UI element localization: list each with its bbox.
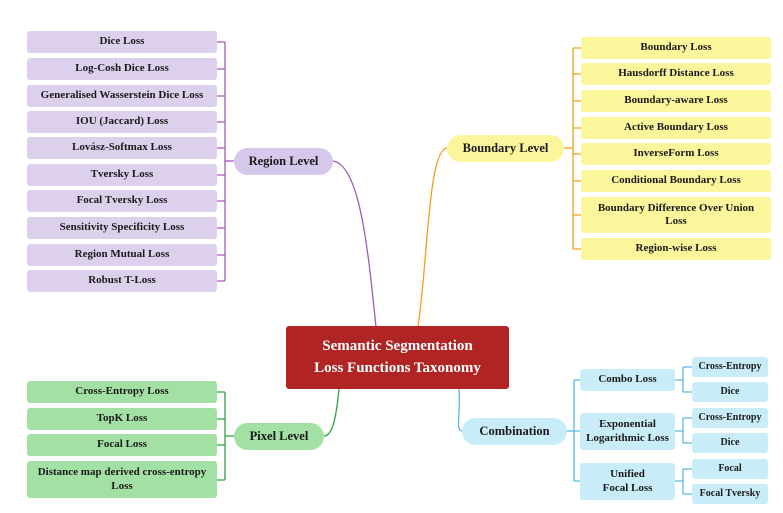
pixel-leaf: Distance map derived cross-entropy Loss (27, 461, 217, 498)
region-leaf: Dice Loss (27, 31, 217, 53)
combination-component: Focal Tversky (692, 484, 768, 504)
boundary-leaf: Boundary-aware Loss (581, 90, 771, 112)
boundary-leaf: Region-wise Loss (581, 238, 771, 260)
region-leaf: Log-Cosh Dice Loss (27, 58, 217, 80)
combination-component: Dice (692, 433, 768, 453)
region-connectors (217, 41, 377, 328)
combination-group: Exponential Logarithmic Loss (580, 413, 675, 450)
root-title-line-2: Loss Functions Taxonomy (314, 359, 481, 376)
root-node: Semantic Segmentation Loss Functions Tax… (286, 326, 509, 389)
combination-node: Combination (462, 418, 567, 445)
combination-connectors (457, 366, 692, 495)
pixel-leaf: Focal Loss (27, 434, 217, 456)
region-leaf: Robust T-Loss (27, 270, 217, 292)
boundary-leaf: Hausdorff Distance Loss (581, 63, 771, 85)
region-leaf: Lovász-Softmax Loss (27, 137, 217, 159)
combination-component: Cross-Entropy (692, 357, 768, 377)
boundary-level-node: Boundary Level (447, 135, 564, 162)
pixel-level-node: Pixel Level (234, 423, 324, 450)
root-title-line-1: Semantic Segmentation (322, 337, 473, 354)
region-leaf: Sensitivity Specificity Loss (27, 217, 217, 239)
combination-component: Focal (692, 459, 768, 479)
region-leaf: Tversky Loss (27, 164, 217, 186)
boundary-leaf: Active Boundary Loss (581, 117, 771, 139)
combination-component: Cross-Entropy (692, 408, 768, 428)
boundary-connectors (417, 47, 581, 328)
region-leaf: IOU (Jaccard) Loss (27, 111, 217, 133)
region-leaf: Focal Tversky Loss (27, 190, 217, 212)
region-leaf: Generalised Wasserstein Dice Loss (27, 85, 217, 107)
pixel-connectors (217, 388, 340, 481)
pixel-leaf: Cross-Entropy Loss (27, 381, 217, 403)
boundary-leaf: Conditional Boundary Loss (581, 170, 771, 192)
combination-group: Unified Focal Loss (580, 463, 675, 500)
region-leaf: Region Mutual Loss (27, 244, 217, 266)
region-level-node: Region Level (234, 148, 333, 175)
boundary-leaf: Boundary Loss (581, 37, 771, 59)
boundary-leaf: InverseForm Loss (581, 143, 771, 165)
pixel-leaf: TopK Loss (27, 408, 217, 430)
boundary-leaf: Boundary Difference Over Union Loss (581, 197, 771, 233)
combination-group: Combo Loss (580, 369, 675, 391)
combination-component: Dice (692, 382, 768, 402)
